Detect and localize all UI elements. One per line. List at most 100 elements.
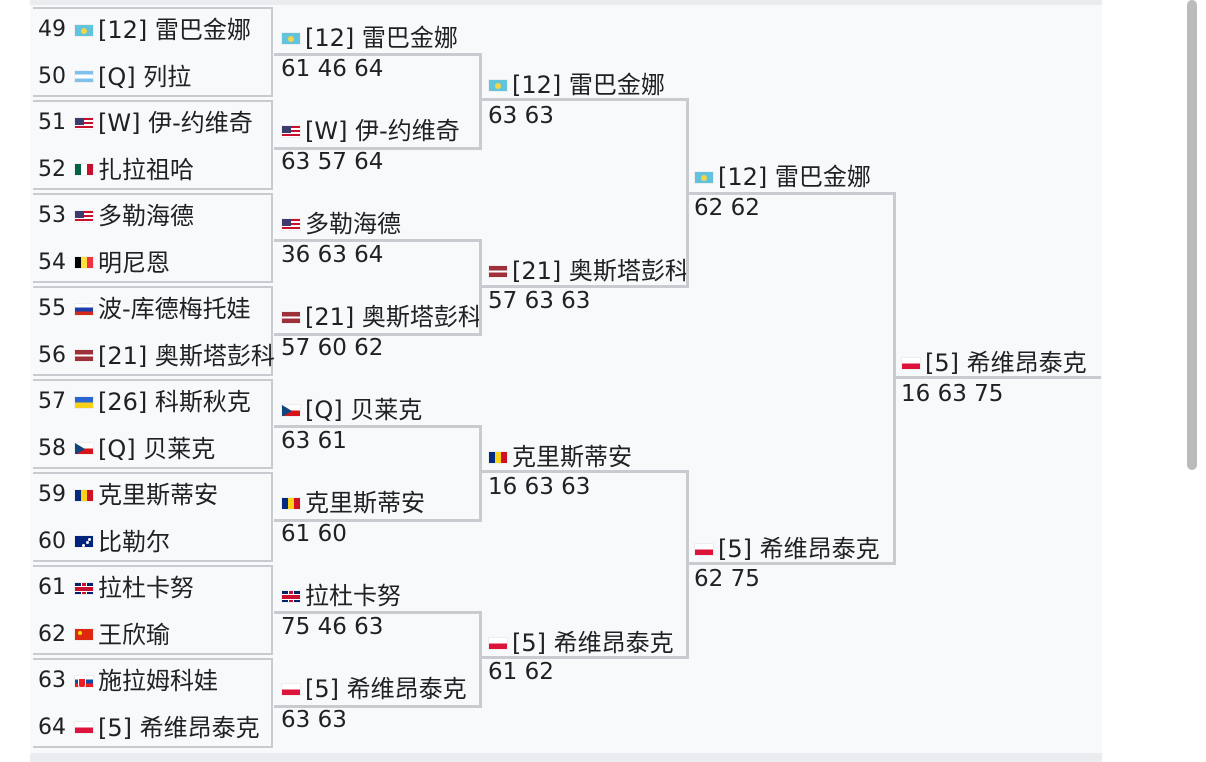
- player-name[interactable]: [21] 奥斯塔彭科: [98, 341, 275, 370]
- bracket-entry-name: [5] 希维昂泰克: [486, 626, 674, 660]
- au-flag-icon: [74, 535, 94, 548]
- player-name[interactable]: 比勒尔: [98, 527, 170, 556]
- player-name[interactable]: [Q] 贝莱克: [98, 434, 216, 463]
- ru-flag-icon: [74, 302, 94, 316]
- player-name[interactable]: [W] 伊-约维奇: [98, 109, 253, 137]
- bracket-entry-name: [21] 奥斯塔彭科: [486, 254, 689, 288]
- player-name[interactable]: [21] 奥斯塔彭科: [305, 303, 482, 331]
- round1-match: [33, 472, 273, 562]
- bracket-entry-name: [Q] 贝莱克: [279, 393, 422, 427]
- match-score: 62 75: [694, 566, 760, 592]
- seed-number: 50: [38, 63, 66, 89]
- bracket-connector: [479, 239, 482, 336]
- player-name[interactable]: 克里斯蒂安: [512, 443, 632, 471]
- round1-match: [33, 658, 273, 748]
- round1-entry: 57 [26] 科斯秋克: [38, 379, 251, 425]
- round1-entry: 49 [12] 雷巴金娜: [38, 7, 251, 53]
- player-name[interactable]: [5] 希维昂泰克: [925, 349, 1087, 377]
- bracket-connector: [479, 611, 482, 708]
- bottom-divider: [30, 753, 1102, 762]
- round1-entry: 53 多勒海德: [38, 193, 194, 239]
- player-name[interactable]: [12] 雷巴金娜: [305, 24, 458, 52]
- bracket-entry-name: [12] 雷巴金娜: [279, 21, 458, 55]
- seed-number: 58: [38, 435, 66, 461]
- round1-entry: 50 [Q] 列拉: [38, 54, 191, 100]
- round1-entry: 64[5] 希维昂泰克: [38, 705, 260, 751]
- ro-flag-icon: [488, 450, 508, 464]
- bracket-connector: [893, 192, 896, 565]
- bracket-connector: [688, 562, 896, 565]
- match-score: 63 63: [488, 103, 554, 129]
- match-score: 57 63 63: [488, 288, 591, 314]
- bracket-connector: [895, 376, 1101, 379]
- player-name[interactable]: 施拉姆科娃: [98, 667, 218, 695]
- player-name[interactable]: 王欣瑜: [98, 620, 170, 649]
- player-name[interactable]: 拉杜卡努: [98, 574, 194, 602]
- cz-flag-icon: [281, 403, 301, 417]
- bracket-connector: [274, 611, 482, 614]
- pl-flag-icon: [281, 682, 301, 696]
- pl-flag-icon: [694, 542, 714, 556]
- bracket-connector: [481, 98, 689, 101]
- bracket-entry-name: 拉杜卡努: [279, 579, 401, 613]
- round1-entry: 60 比勒尔: [38, 519, 170, 565]
- seed-number: 53: [38, 203, 66, 228]
- player-name[interactable]: 多勒海德: [305, 210, 401, 238]
- round1-entry: 56[21] 奥斯塔彭科: [38, 333, 275, 379]
- us-flag-icon: [74, 116, 94, 130]
- match-score: 61 46 64: [281, 56, 384, 82]
- bracket-entry-name: [W] 伊-约维奇: [279, 114, 460, 148]
- player-name[interactable]: [W] 伊-约维奇: [305, 117, 460, 145]
- seed-number: 57: [38, 389, 66, 414]
- bracket-connector: [479, 425, 482, 522]
- player-name[interactable]: [12] 雷巴金娜: [718, 163, 871, 191]
- ua-flag-icon: [74, 395, 94, 409]
- seed-number: 49: [38, 17, 66, 42]
- player-name[interactable]: 克里斯蒂安: [98, 481, 218, 509]
- round1-entry: 61 拉杜卡努: [38, 565, 194, 611]
- player-name[interactable]: [12] 雷巴金娜: [512, 71, 665, 99]
- bracket-connector: [688, 192, 896, 195]
- player-name[interactable]: [26] 科斯秋克: [98, 388, 251, 416]
- player-name[interactable]: 明尼恩: [98, 248, 170, 277]
- kz-flag-icon: [694, 170, 714, 184]
- bracket-connector: [479, 53, 482, 150]
- match-score: 16 63 63: [488, 474, 591, 500]
- bracket-connector: [274, 425, 482, 428]
- bracket-connector: [686, 470, 689, 659]
- kz-flag-icon: [74, 23, 94, 37]
- player-name[interactable]: 波-库德梅托娃: [98, 295, 251, 323]
- ro-flag-icon: [74, 488, 94, 502]
- player-name[interactable]: 扎拉祖哈: [98, 155, 194, 184]
- bracket-entry-name: [12] 雷巴金娜: [486, 68, 665, 102]
- mx-flag-icon: [74, 163, 94, 176]
- player-name[interactable]: 拉杜卡努: [305, 582, 401, 610]
- bracket-entry-name: 多勒海德: [279, 207, 401, 241]
- player-name[interactable]: [12] 雷巴金娜: [98, 16, 251, 44]
- player-name[interactable]: 克里斯蒂安: [305, 489, 425, 517]
- match-score: 75 46 63: [281, 614, 384, 640]
- player-name[interactable]: 多勒海德: [98, 202, 194, 230]
- us-flag-icon: [281, 217, 301, 231]
- sk-flag-icon: [74, 674, 94, 688]
- player-name[interactable]: [21] 奥斯塔彭科: [512, 257, 689, 285]
- player-name[interactable]: [5] 希维昂泰克: [98, 713, 260, 742]
- round1-match: [33, 193, 273, 283]
- round1-entry: 51[W] 伊-约维奇: [38, 100, 253, 146]
- player-name[interactable]: [5] 希维昂泰克: [718, 535, 880, 563]
- top-divider: [30, 0, 1102, 5]
- seed-number: 60: [38, 528, 66, 554]
- seed-number: 61: [38, 575, 66, 600]
- match-score: 63 63: [281, 707, 347, 733]
- player-name[interactable]: [Q] 列拉: [98, 62, 192, 91]
- round1-match: [33, 379, 273, 469]
- vertical-scrollbar[interactable]: [1187, 0, 1197, 470]
- player-name[interactable]: [Q] 贝莱克: [305, 396, 423, 424]
- ar-flag-icon: [74, 70, 94, 83]
- player-name[interactable]: [5] 希维昂泰克: [512, 629, 674, 657]
- player-name[interactable]: [5] 希维昂泰克: [305, 675, 467, 703]
